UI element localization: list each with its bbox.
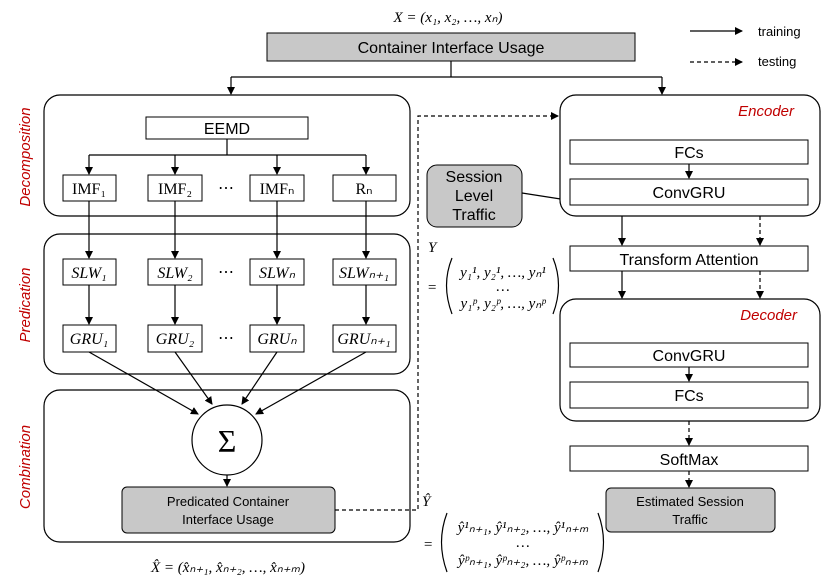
- gru-node-2-label: GRU₂: [156, 331, 195, 348]
- softmax-box: [569, 445, 809, 472]
- gru-node-n: [249, 324, 305, 353]
- slw-node-n1-label: SLWₙ₊₁: [339, 265, 389, 282]
- decoder-fcs-box: [569, 381, 809, 409]
- slw-node-1: [62, 258, 117, 286]
- training-legend-label: training: [758, 24, 801, 39]
- estimated-session-traffic-box: [605, 487, 776, 533]
- y-left-paren: [445, 257, 453, 315]
- encoder-label: Encoder: [738, 103, 795, 120]
- sum-symbol: Σ: [218, 423, 237, 459]
- y-row1: y₁¹, y₂¹, …, yₙ¹: [458, 265, 546, 281]
- imf-node-n-label: IMFₙ: [260, 181, 295, 198]
- residual-node: [332, 174, 397, 202]
- slw-node-2-label: SLW₂: [157, 265, 193, 282]
- decoder-fcs-label: FCs: [674, 388, 703, 405]
- imf-node-2-label: IMF₂: [158, 181, 192, 198]
- input-formula: X = (x₁, x₂, …, xₙ): [393, 10, 503, 26]
- gru-node-2: [147, 324, 203, 353]
- predication-label: Predication: [17, 267, 34, 342]
- yhat-eq: =: [423, 537, 433, 553]
- arrow-sum-from-grun: [241, 351, 278, 405]
- yhat-row2: ŷᵖₙ₊₁, ŷᵖₙ₊₂, …, ŷᵖₙ₊ₘ: [456, 553, 589, 569]
- predication-panel: [43, 233, 411, 375]
- yhat-row1: ŷ¹ₙ₊₁, ŷ¹ₙ₊₂, …, ŷ¹ₙ₊ₘ: [456, 520, 589, 536]
- decoder-convgru-box: [569, 342, 809, 368]
- gru-node-n-label: GRUₙ: [257, 331, 297, 348]
- decoder-convgru-label: ConvGRU: [653, 348, 726, 365]
- decomposition-label: Decomposition: [17, 107, 34, 206]
- gru-ellipsis: ⋯: [218, 330, 234, 347]
- gru-node-1-label: GRU₁: [70, 331, 108, 348]
- session-line1: Session: [446, 169, 503, 186]
- predicated-usage-line1: Predicated Container: [167, 494, 290, 509]
- testing-legend-label: testing: [758, 54, 796, 69]
- y-eq: =: [427, 280, 437, 296]
- container-interface-usage-label: Container Interface Usage: [358, 40, 545, 57]
- estimated-line1: Estimated Session: [636, 494, 744, 509]
- container-interface-usage-box: [266, 32, 636, 62]
- session-level-traffic-box: [426, 164, 523, 228]
- y-right-paren: [552, 257, 560, 315]
- legend: training testing: [690, 24, 801, 69]
- softmax-label: SoftMax: [660, 452, 719, 469]
- arrow-sum-from-grun1: [255, 351, 367, 415]
- imf-node-1-label: IMF₁: [72, 181, 106, 198]
- encoder-convgru-label: ConvGRU: [653, 185, 726, 202]
- yhat-symbol: Ŷ: [422, 493, 432, 510]
- slw-ellipsis: ⋯: [218, 264, 234, 281]
- arrow-sum-from-gru1: [88, 351, 199, 415]
- eemd-label: EEMD: [204, 121, 250, 138]
- yhat-left-paren: [440, 512, 448, 573]
- gru-node-n1: [332, 324, 397, 353]
- slw-node-2: [147, 258, 203, 286]
- transform-attention-label: Transform Attention: [619, 252, 758, 269]
- yhat-right-paren: [597, 512, 605, 573]
- y-symbol: Y: [428, 240, 438, 256]
- encoder-fcs-label: FCs: [674, 145, 703, 162]
- y-row2: y₁ᵖ, y₂ᵖ, …, yₙᵖ: [459, 296, 547, 312]
- arrow-sum-from-gru2: [174, 351, 213, 405]
- gru-node-n1-label: GRUₙ₊₁: [337, 331, 390, 348]
- slw-node-n-label: SLWₙ: [259, 265, 296, 282]
- yhat-dots: …: [516, 535, 529, 551]
- residual-node-label: Rₙ: [355, 181, 372, 198]
- output-formula: X̂ = (x̂ₙ₊₁, x̂ₙ₊₂, …, x̂ₙ₊ₘ): [150, 560, 305, 576]
- slw-node-n1: [332, 258, 397, 286]
- session-line3: Traffic: [452, 207, 496, 224]
- combination-label: Combination: [17, 425, 34, 509]
- y-dots: …: [496, 279, 509, 295]
- estimated-line2: Traffic: [672, 512, 708, 527]
- predicated-usage-line2: Interface Usage: [182, 512, 274, 527]
- transform-attention-box: [569, 245, 809, 272]
- decoder-label: Decoder: [740, 307, 798, 324]
- session-line2: Level: [455, 188, 493, 205]
- slw-node-1-label: SLW₁: [71, 265, 106, 282]
- imf-ellipsis: ⋯: [218, 180, 234, 197]
- encoder-convgru-box: [569, 178, 809, 206]
- gru-node-1: [62, 324, 117, 353]
- testing-path-to-encoder: [335, 112, 559, 511]
